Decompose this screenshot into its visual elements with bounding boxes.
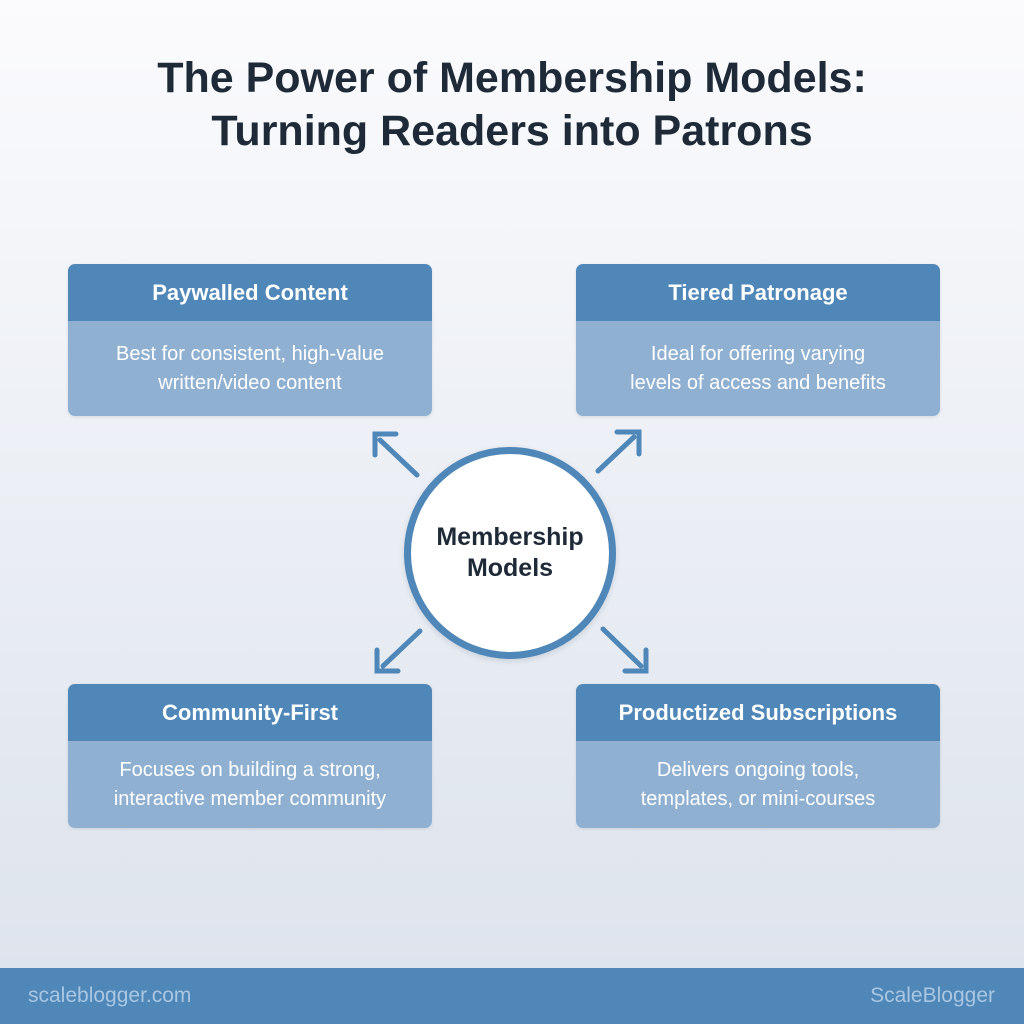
card-paywalled-content: Paywalled Content Best for consistent, h… [68, 264, 432, 416]
card-description-line: Delivers ongoing tools, [656, 758, 860, 781]
card-description-line: written/video content [158, 371, 342, 394]
hub-label-line-2: Models [466, 554, 554, 582]
arrowhead-paywalled-icon [372, 431, 399, 458]
arrowhead-community-icon [374, 647, 401, 674]
footer-brand: ScaleBlogger [870, 984, 995, 1007]
card-description: Ideal for offering varying levels of acc… [576, 321, 940, 416]
card-description-line: Focuses on building a strong, [119, 758, 381, 781]
card-description: Delivers ongoing tools, templates, or mi… [576, 741, 940, 828]
card-description: Best for consistent, high-value written/… [68, 321, 432, 416]
footer-website: scaleblogger.com [28, 984, 192, 1007]
title-line-2: Turning Readers into Patrons [211, 107, 813, 155]
arrow-to-productized [600, 626, 644, 669]
card-productized-subscriptions: Productized Subscriptions Delivers ongoi… [576, 684, 940, 828]
card-description-line: interactive member community [113, 787, 387, 810]
arrow-to-community [380, 628, 423, 669]
title-line-1: The Power of Membership Models: [157, 54, 867, 102]
arrowhead-productized-icon [622, 647, 649, 674]
arrowhead-tiered-icon [614, 429, 642, 457]
page-title: The Power of Membership Models: Turning … [0, 52, 1024, 158]
hub-label-line-1: Membership [436, 523, 584, 551]
footer-bar: scaleblogger.com ScaleBlogger [0, 968, 1024, 1024]
card-description-line: levels of access and benefits [630, 371, 886, 394]
card-tiered-patronage: Tiered Patronage Ideal for offering vary… [576, 264, 940, 416]
card-community-first: Community-First Focuses on building a st… [68, 684, 432, 828]
card-description-line: Best for consistent, high-value [116, 342, 384, 365]
arrow-to-paywalled [377, 437, 420, 478]
card-description: Focuses on building a strong, interactiv… [68, 741, 432, 828]
card-heading: Tiered Patronage [576, 264, 940, 321]
card-description-line: Ideal for offering varying [650, 342, 866, 365]
arrow-to-tiered [595, 434, 637, 474]
card-description-line: templates, or mini-courses [640, 787, 876, 810]
card-heading: Community-First [68, 684, 432, 741]
card-heading: Paywalled Content [68, 264, 432, 321]
card-heading: Productized Subscriptions [576, 684, 940, 741]
central-hub: Membership Models [404, 447, 616, 659]
